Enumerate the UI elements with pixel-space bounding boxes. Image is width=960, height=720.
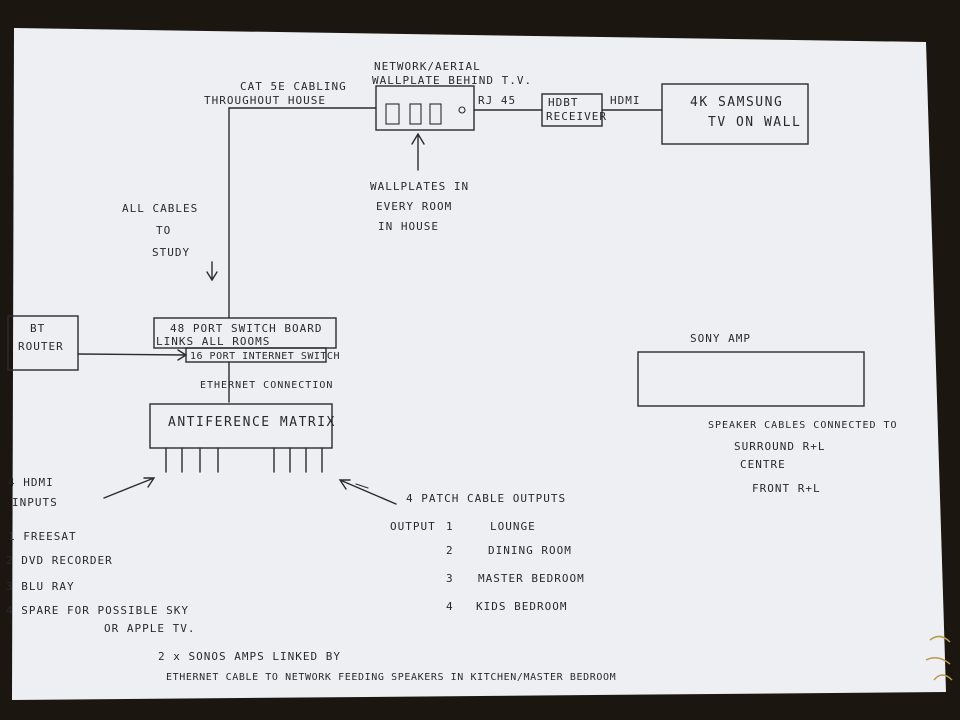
switch-label-1: 48 PORT SWITCH BOARD bbox=[170, 322, 322, 335]
all-cables-label-3: STUDY bbox=[152, 246, 190, 259]
hdmi-inputs-label-2: INPUTS bbox=[12, 496, 58, 509]
switch-label-2: LINKS ALL ROOMS bbox=[156, 335, 270, 348]
output-name: LOUNGE bbox=[490, 520, 536, 533]
wallplate-box bbox=[375, 85, 475, 131]
wallplate-port-3 bbox=[429, 103, 442, 125]
sony-amp-label: SONY AMP bbox=[690, 332, 751, 345]
matrix-box bbox=[149, 403, 333, 449]
matrix-input-stubs bbox=[165, 447, 219, 473]
all-cables-label-1: ALL CABLES bbox=[122, 202, 198, 215]
input-item: 1 FREESAT bbox=[8, 530, 77, 543]
hdmi-inputs-label-1: 4 HDMI bbox=[8, 476, 54, 489]
output-number: 4 bbox=[446, 600, 454, 613]
speaker-cables-label-4: FRONT R+L bbox=[752, 482, 821, 495]
wallplate-title-1: NETWORK/AERIAL bbox=[374, 60, 481, 73]
input-item-continued: OR APPLE TV. bbox=[104, 622, 195, 635]
input-item: 2 DVD RECORDER bbox=[6, 554, 113, 567]
rj45-label: RJ 45 bbox=[478, 94, 516, 107]
wallplate-port-1 bbox=[385, 103, 400, 125]
cat5e-label-2: THROUGHOUT HOUSE bbox=[204, 94, 326, 107]
output-number: 1 bbox=[446, 520, 454, 533]
table-pattern bbox=[925, 635, 953, 681]
router-label-2: ROUTER bbox=[18, 340, 64, 353]
wallplate-port-2 bbox=[409, 103, 422, 125]
hdbt-label-2: RECEIVER bbox=[546, 110, 607, 123]
output-name: DINING ROOM bbox=[488, 544, 572, 557]
paper-sheet bbox=[12, 28, 946, 700]
tv-box bbox=[661, 83, 809, 145]
matrix-output-stubs bbox=[273, 447, 323, 473]
speaker-cables-label-1: SPEAKER CABLES CONNECTED TO bbox=[708, 420, 898, 431]
output-prefix: OUTPUT bbox=[390, 520, 436, 533]
speaker-cables-label-2: SURROUND R+L bbox=[734, 440, 825, 453]
wallplates-label-2: EVERY ROOM bbox=[376, 200, 452, 213]
all-cables-arrow bbox=[206, 261, 218, 282]
all-cables-label-2: TO bbox=[156, 224, 171, 237]
wallplate-aerial-socket bbox=[458, 106, 466, 114]
speaker-cables-label-3: CENTRE bbox=[740, 458, 786, 471]
output-name: KIDS BEDROOM bbox=[476, 600, 567, 613]
internet-switch-box bbox=[185, 347, 327, 363]
internet-switch-label: 16 PORT INTERNET SWITCH bbox=[190, 351, 340, 362]
sony-amp-box bbox=[637, 351, 865, 407]
router-label-1: BT bbox=[30, 322, 45, 335]
hdmi-inputs-arrow bbox=[103, 477, 156, 499]
wallplate-title-2: WALLPLATE BEHIND T.V. bbox=[372, 74, 532, 87]
hdbt-label-1: HDBT bbox=[548, 96, 579, 109]
output-name: MASTER BEDROOM bbox=[478, 572, 585, 585]
patch-outputs-label: 4 PATCH CABLE OUTPUTS bbox=[406, 492, 566, 505]
wallplates-arrow bbox=[411, 132, 425, 171]
ethernet-connection-label: ETHERNET CONNECTION bbox=[200, 380, 333, 391]
tv-label-2: TV ON WALL bbox=[708, 115, 801, 130]
wallplates-label-1: WALLPLATES IN bbox=[370, 180, 469, 193]
hdmi-label: HDMI bbox=[610, 94, 641, 107]
matrix-label: ANTIFERENCE MATRIX bbox=[168, 415, 336, 430]
sonos-note-line-2: ETHERNET CABLE TO NETWORK FEEDING SPEAKE… bbox=[166, 672, 616, 683]
router-box bbox=[7, 315, 79, 371]
output-number: 2 bbox=[446, 544, 454, 557]
wallplates-label-3: IN HOUSE bbox=[378, 220, 439, 233]
arrow-tick bbox=[355, 483, 369, 489]
cat5e-label-1: CAT 5E CABLING bbox=[240, 80, 347, 93]
output-number: 3 bbox=[446, 572, 454, 585]
sonos-note-line-1: 2 x SONOS AMPS LINKED BY bbox=[158, 650, 341, 663]
tv-label-1: 4K SAMSUNG bbox=[690, 95, 783, 110]
input-item: 3 BLU RAY bbox=[6, 580, 75, 593]
input-item: 4 SPARE FOR POSSIBLE SKY bbox=[6, 604, 189, 617]
patch-outputs-arrow bbox=[338, 479, 397, 505]
